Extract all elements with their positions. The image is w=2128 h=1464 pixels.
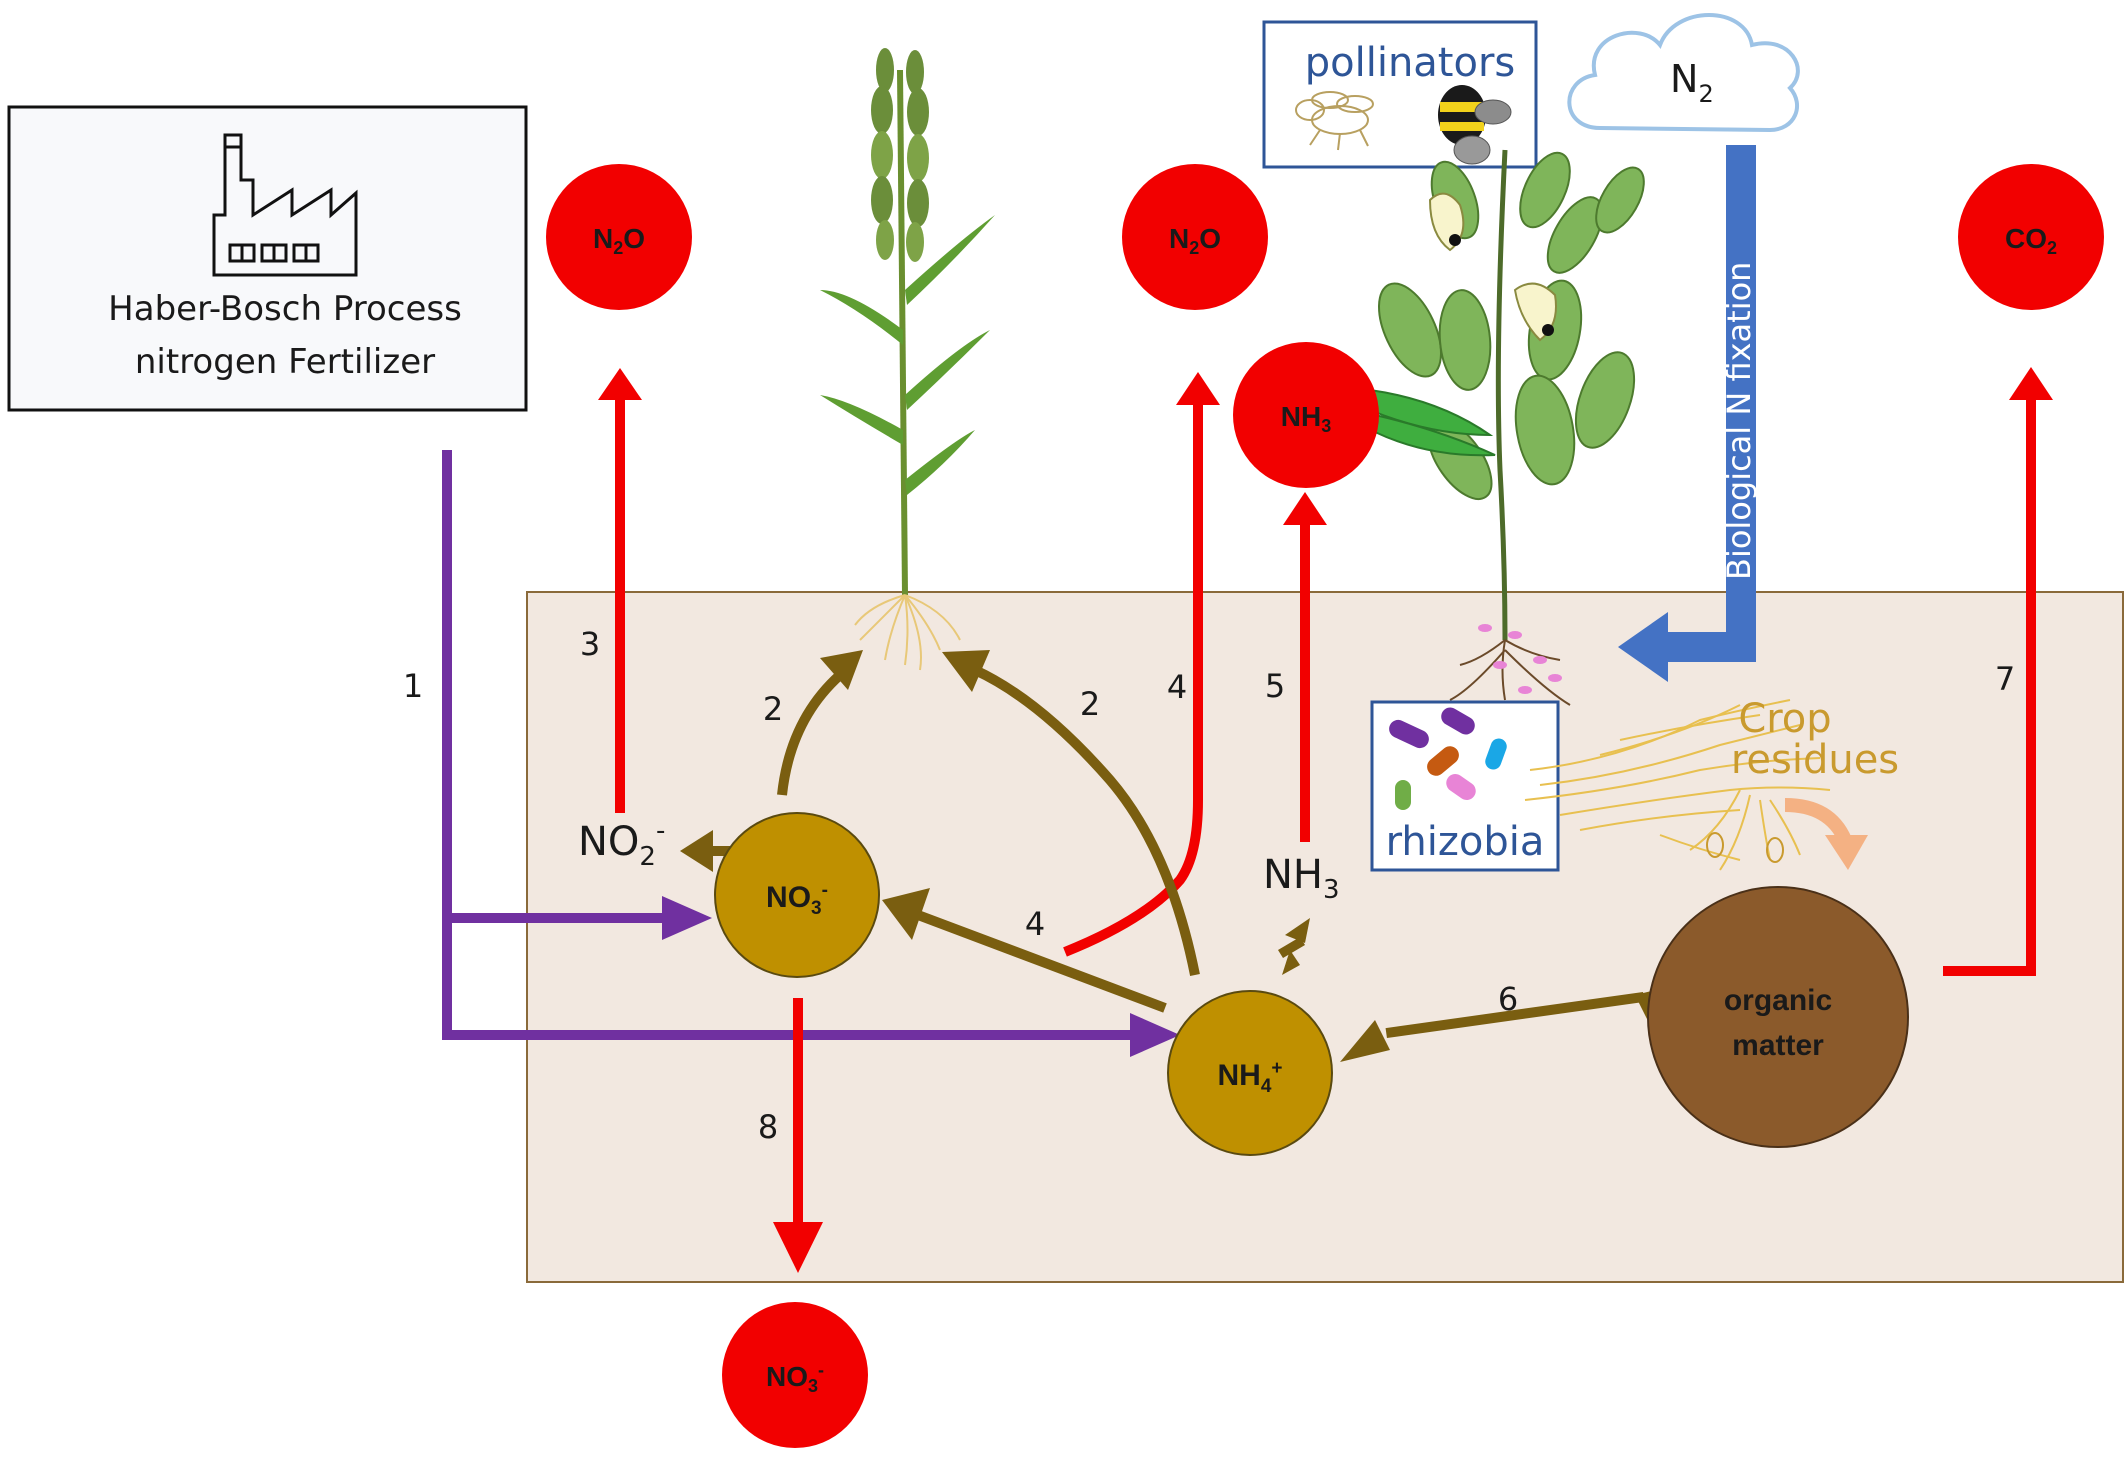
nitrification-arrow-4 <box>882 888 1167 1013</box>
bumblebee-icon <box>1438 85 1512 165</box>
wheat-plant-icon <box>820 48 995 671</box>
process-number-7: 7 <box>1995 660 2015 698</box>
process-number-4b: 4 <box>1025 905 1045 943</box>
svg-text:matter: matter <box>1732 1029 1824 1062</box>
n2o-emission-circle-mid: N2O <box>1122 164 1268 310</box>
process-number-2a: 2 <box>763 690 783 728</box>
no3-to-no2-arrow <box>680 830 733 872</box>
denitrification-arrow-3 <box>598 368 642 813</box>
nh4-soil-pool: NH4+ <box>1167 990 1333 1156</box>
pollinators-box: pollinators <box>1262 20 1538 169</box>
respiration-arrow-7 <box>1943 367 2053 976</box>
factory-label-line1: Haber-Bosch Process <box>108 289 462 329</box>
process-number-4a: 4 <box>1167 668 1187 706</box>
rhizobia-box: rhizobia <box>1370 700 1560 872</box>
process-number-6: 6 <box>1498 980 1518 1018</box>
svg-text:NO3-: NO3- <box>766 880 828 919</box>
n2o-emission-circle-left: N2O <box>546 164 692 310</box>
biological-fixation-arrow: Biological N fixation <box>1618 145 1758 682</box>
process-number-3: 3 <box>580 625 600 663</box>
rhizobia-label: rhizobia <box>1386 819 1545 865</box>
crop-residue-icon <box>1524 699 1831 871</box>
crop-residues-label-line1: Crop <box>1738 696 1831 742</box>
no3-leaching-circle: NO3- <box>722 1302 868 1448</box>
svg-text:N2O: N2O <box>593 223 645 258</box>
bacteria-icon <box>1389 707 1507 810</box>
process-number-2b: 2 <box>1080 685 1100 723</box>
nh3-nh4-equilibrium-arrow <box>1278 918 1310 975</box>
plant-uptake-arrow-nh4 <box>942 650 1200 976</box>
no3-soil-pool: NO3- <box>714 812 880 978</box>
leaching-arrow-8 <box>773 998 823 1273</box>
crop-residues-label-line2: residues <box>1731 737 1899 783</box>
denitrification-arrow-4 <box>1063 372 1220 957</box>
svg-text:NH4+: NH4+ <box>1217 1058 1282 1097</box>
process-number-1: 1 <box>403 667 423 705</box>
cloud-icon <box>1567 13 1800 133</box>
nh3-soil-label: NH3 <box>1263 852 1340 905</box>
residue-decomposition-arrow <box>1784 798 1868 870</box>
factory-label-line2: nitrogen Fertilizer <box>135 342 435 382</box>
n2-cloud-label: N2 <box>1670 57 1714 108</box>
volatilization-arrow-5 <box>1283 492 1327 842</box>
co2-emission-circle: CO2 <box>1958 164 2104 310</box>
process-number-5: 5 <box>1265 667 1285 705</box>
pollinators-label: pollinators <box>1305 40 1516 86</box>
plant-uptake-arrow-no3 <box>777 650 863 796</box>
haber-bosch-box: Haber-Bosch Process nitrogen Fertilizer <box>7 105 528 412</box>
n2-cloud: N2 <box>1567 13 1800 133</box>
no2-label: NO2- <box>578 816 665 872</box>
process-number-8: 8 <box>758 1108 778 1146</box>
svg-text:organic: organic <box>1724 984 1832 1017</box>
organic-matter-pool: organic matter <box>1647 886 1909 1148</box>
legume-plant-icon <box>1369 149 1645 706</box>
svg-text:CO2: CO2 <box>2005 223 2057 258</box>
svg-text:N2O: N2O <box>1169 223 1221 258</box>
nh3-emission-circle: NH3 <box>1233 342 1379 488</box>
svg-text:NH3: NH3 <box>1281 401 1331 436</box>
factory-icon <box>212 133 358 277</box>
fixation-label: Biological N fixation <box>1720 262 1758 580</box>
bee-outline-icon <box>1295 91 1374 151</box>
svg-text:NO3-: NO3- <box>766 1360 824 1396</box>
fertilizer-application-arrows <box>442 450 1180 1057</box>
